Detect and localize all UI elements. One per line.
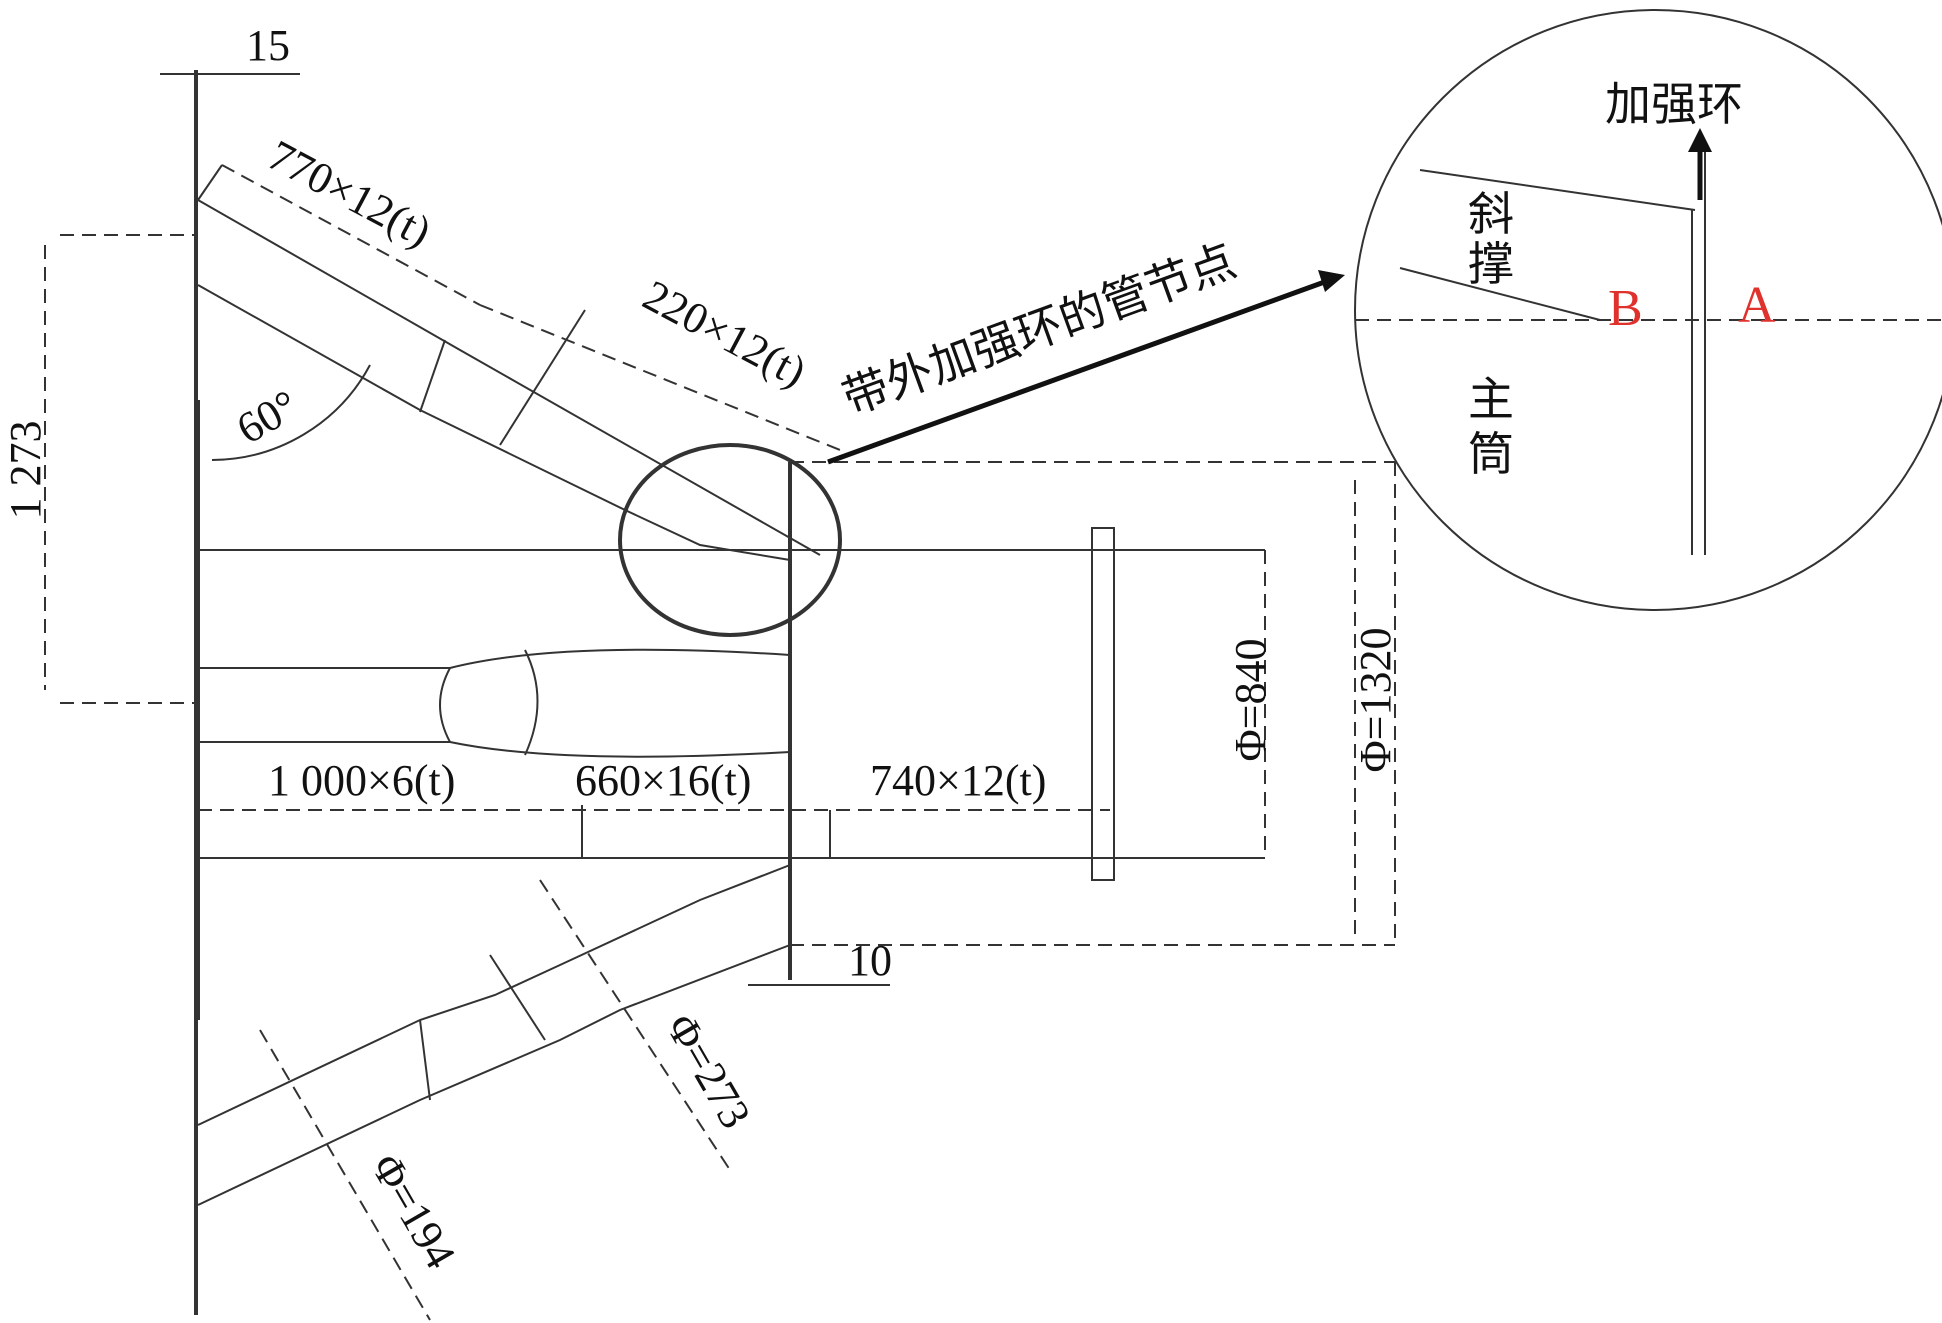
inner-pipe-cone-right (524, 649, 539, 756)
magnified-detail-circle (1354, 9, 1942, 611)
dim-220-label: 220×12(t) (635, 271, 814, 397)
upper-brace-joint1 (419, 339, 446, 413)
callout-arrowhead (1318, 270, 1345, 292)
inner-pipe-taper-top (449, 648, 791, 669)
lower-brace-joint1 (489, 954, 546, 1041)
upper-brace-joint2 (499, 309, 586, 446)
callout-label: 带外加强环的管节点 (835, 233, 1243, 425)
inner-pipe-cone-left (439, 667, 451, 743)
end-plate (1091, 527, 1115, 881)
dim-770-line (221, 164, 481, 306)
detail-brace-line1 (1419, 169, 1696, 211)
dim-pipe3-label: 740×12(t) (870, 756, 1046, 805)
detail-brace-label-1: 斜 (1468, 187, 1514, 241)
detail-brace-line2 (1399, 267, 1601, 321)
dim-194-label: Φ=194 (361, 1146, 465, 1277)
dim-273-line (539, 879, 731, 1171)
dim-pipe1-label: 1 000×6(t) (268, 756, 455, 805)
upper-brace-end (197, 164, 223, 201)
detail-brace-label-2: 撑 (1468, 237, 1514, 291)
dim-10-label: 10 (848, 936, 892, 985)
dim-pipe2-label: 660×16(t) (575, 756, 751, 805)
dim-1320-label: Φ=1320 (1351, 628, 1400, 773)
inner-pipe-taper-bottom (449, 741, 791, 758)
dim-840-label: Φ=840 (1226, 639, 1275, 762)
dim-15-label: 15 (246, 21, 290, 70)
dim-1273-label: 1 273 (1, 421, 50, 520)
angle-label: 60° (229, 380, 307, 453)
angle-arc (211, 364, 371, 461)
detail-ring-label: 加强环 (1605, 77, 1743, 131)
dim-194-line (259, 1029, 431, 1321)
joint-detail-circle (618, 443, 842, 637)
dim-770-label: 770×12(t) (260, 131, 439, 257)
lower-brace-bottom-edge (197, 944, 791, 1206)
detail-tube-label-2: 筒 (1468, 427, 1514, 481)
lower-brace-joint2 (419, 1019, 431, 1101)
lower-brace-top-edge (197, 864, 791, 1126)
point-b-label: B (1608, 280, 1643, 337)
detail-ring-arrowhead (1688, 128, 1712, 152)
upper-brace-top-edge (197, 199, 821, 556)
detail-tube-label-1: 主 (1468, 372, 1514, 426)
point-a-label: A (1738, 277, 1776, 334)
dim-273-label: Φ=273 (656, 1006, 760, 1137)
callout-arrow (827, 277, 1331, 465)
